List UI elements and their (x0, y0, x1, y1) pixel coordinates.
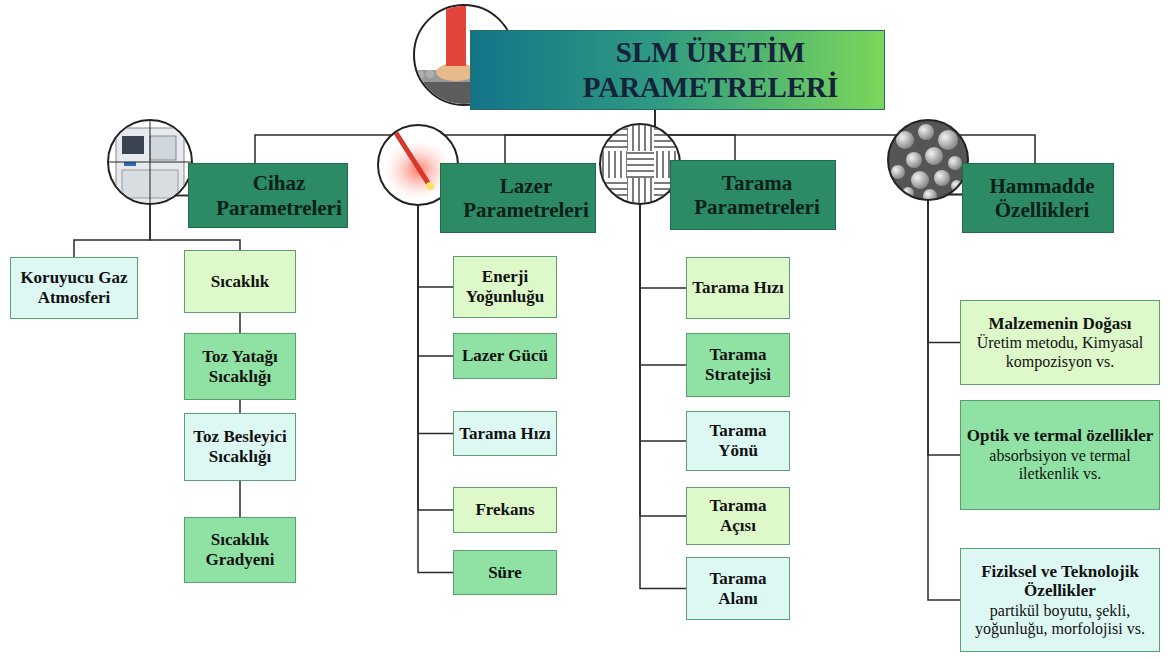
label-text: Tarama Hızı (692, 278, 783, 298)
title-box: SLM ÜRETİM PARAMETRELERİ (470, 30, 885, 110)
label-text: Toz Yatağı Sıcaklığı (189, 347, 291, 386)
label-text: Süre (488, 563, 522, 583)
parameter-box: Lazer Gücü (453, 333, 557, 379)
parameter-box: Sıcaklık (184, 250, 296, 313)
parameter-box: Tarama Hızı (453, 411, 557, 456)
tree-connector (640, 192, 686, 517)
label-text: Toz Besleyici Sıcaklığı (189, 427, 291, 466)
parameter-box: Toz Yatağı Sıcaklığı (184, 333, 296, 400)
label-text: SLM ÜRETİM PARAMETRELERİ (576, 35, 846, 105)
label-text: Cihaz Parametreleri (215, 171, 343, 219)
parameter-box: Tarama Alanı (686, 557, 790, 620)
powder-icon (888, 120, 968, 203)
property-box: Optik ve termal özelliklerabsorbsiyon ve… (960, 400, 1160, 510)
tree-connector (928, 195, 962, 343)
body-text: absorbsiyon ve termal iletkenlik vs. (965, 447, 1155, 484)
label-text: Enerji Yoğunluğu (458, 267, 552, 306)
label-text: Malzemenin Doğası (988, 314, 1131, 334)
label-text: Tarama Hızı (459, 424, 550, 444)
label-text: Tarama Açısı (691, 496, 785, 535)
tree-connector (74, 196, 188, 258)
tree-connector (418, 195, 453, 511)
label-text: Tarama Parametreleri (683, 171, 831, 219)
label-text: Optik ve termal özellikler (967, 426, 1153, 446)
label-text: Tarama Yönü (691, 421, 785, 460)
label-text: Sıcaklık (211, 272, 270, 292)
tree-connector (418, 195, 453, 573)
tree-connector (239, 313, 241, 333)
tree-connector (928, 195, 962, 456)
parameter-box: Frekans (453, 487, 557, 533)
parameter-box: Süre (453, 550, 557, 595)
category-box: Hammadde Özellikleri (962, 163, 1114, 233)
parameter-box: Tarama Açısı (686, 487, 790, 545)
parameter-box: Enerji Yoğunluğu (453, 256, 557, 318)
label-text: Lazer Parametreleri (461, 174, 591, 222)
tree-connector (239, 481, 241, 517)
tree-connector (640, 192, 686, 589)
label-text: Tarama Stratejisi (691, 345, 785, 384)
category-box: Cihaz Parametreleri (188, 163, 348, 228)
property-box: Malzemenin DoğasıÜretim metodu, Kimyasal… (960, 300, 1160, 385)
label-text: Tarama Alanı (691, 569, 785, 608)
label-text: Frekans (475, 500, 534, 520)
category-box: Tarama Parametreleri (670, 160, 836, 230)
parameter-box: Tarama Hızı (686, 257, 790, 319)
body-text: partikül boyutu, şekli, yoğunluğu, morfo… (965, 602, 1155, 639)
body-text: Üretim metodu, Kimyasal kompozisyon vs. (965, 334, 1155, 371)
label-text: Lazer Gücü (462, 346, 548, 366)
label-text: Hammadde Özellikleri (975, 174, 1109, 222)
category-box: Lazer Parametreleri (440, 163, 596, 233)
parameter-box: Sıcaklık Gradyeni (184, 517, 296, 583)
property-box: Fiziksel ve Teknolojik Özelliklerpartikü… (960, 548, 1160, 652)
tree-connector (928, 195, 962, 601)
scan-pattern-icon (600, 124, 681, 205)
parameter-box: Koruyucu Gaz Atmosferi (10, 257, 138, 319)
parameter-box: Tarama Yönü (686, 411, 790, 471)
label-text: Koruyucu Gaz Atmosferi (15, 268, 133, 307)
tree-connector (655, 110, 1035, 163)
label-text: Fiziksel ve Teknolojik Özellikler (965, 562, 1155, 601)
tree-connector (239, 400, 241, 413)
slm-machine-icon (108, 120, 192, 204)
parameter-box: Tarama Stratejisi (686, 333, 790, 397)
label-text: Sıcaklık Gradyeni (189, 530, 291, 569)
parameter-box: Toz Besleyici Sıcaklığı (184, 413, 296, 481)
